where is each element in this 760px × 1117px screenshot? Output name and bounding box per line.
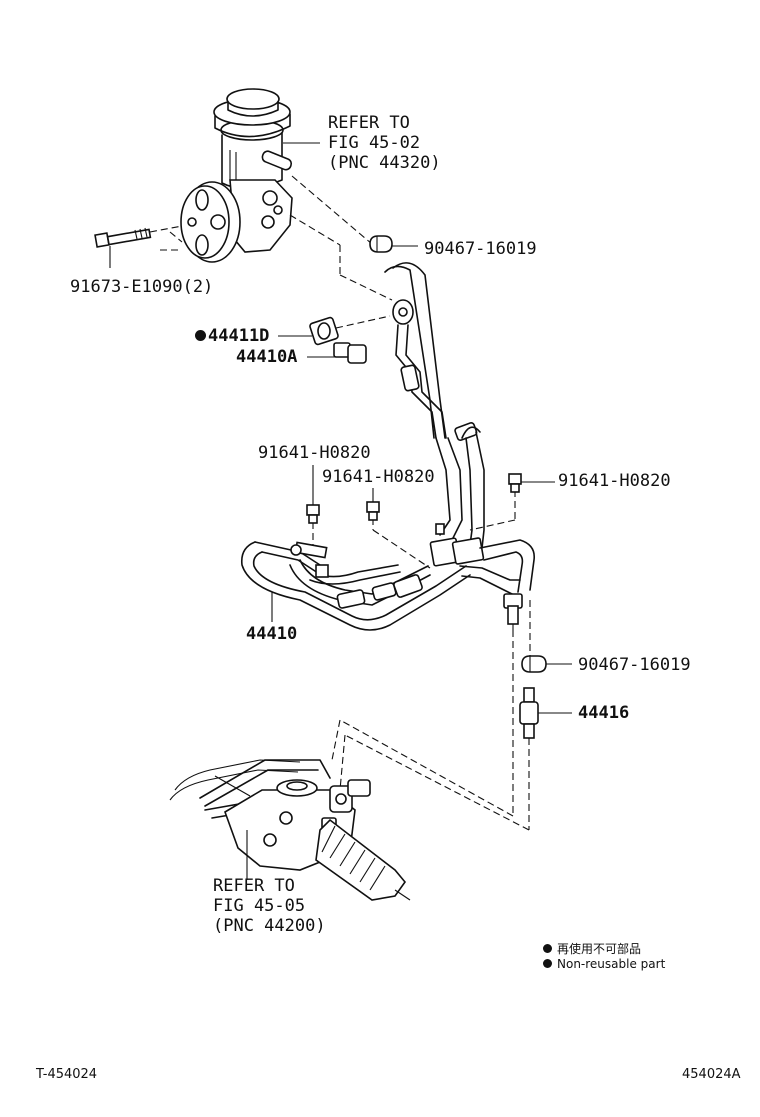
part-44411d[interactable]: 44411D — [195, 326, 269, 346]
bolt-a — [306, 465, 320, 524]
refer-gear-line3: (PNC 44200) — [213, 916, 326, 936]
part-44416[interactable]: 44416 — [578, 703, 630, 723]
legend-jp: 再使用不可部品 — [543, 940, 641, 957]
legend-bullet-jp — [543, 944, 552, 953]
footer-left: T-454024 — [36, 1067, 98, 1082]
part-91641-b[interactable]: 91641-H0820 — [322, 467, 435, 487]
power-steering-pump — [160, 88, 293, 263]
part-44411d-label: 44411D — [208, 326, 270, 346]
refer-pump-line1: REFER TO — [328, 113, 410, 133]
hose-bracket — [429, 523, 485, 567]
legend-jp-text: 再使用不可部品 — [557, 942, 642, 956]
part-44410[interactable]: 44410 — [246, 624, 298, 644]
footer-right: 454024A — [682, 1067, 741, 1082]
union-gasket — [278, 315, 391, 364]
part-91673[interactable]: 91673-E1090(2) — [70, 277, 214, 297]
bolt-c — [508, 473, 555, 493]
part-90467-lower[interactable]: 90467-16019 — [578, 655, 691, 675]
steering-gear — [169, 759, 411, 901]
return-tube — [240, 539, 536, 631]
legend-en-text: Non-reusable part — [557, 957, 666, 971]
pressure-hose — [384, 262, 485, 549]
refer-pump-line3: (PNC 44320) — [328, 153, 441, 173]
legend-bullet-en — [543, 959, 552, 968]
part-91641-a[interactable]: 91641-H0820 — [258, 443, 371, 463]
refer-pump-line2: FIG 45-02 — [328, 133, 421, 153]
refer-gear-line2: FIG 45-05 — [213, 896, 306, 916]
lower-hose — [519, 687, 572, 739]
non-reusable-marker — [195, 330, 206, 341]
clip-upper — [369, 235, 418, 253]
part-91641-c[interactable]: 91641-H0820 — [558, 471, 671, 491]
bolt-b — [366, 488, 380, 521]
pump-bolt — [94, 225, 183, 268]
refer-gear-line1: REFER TO — [213, 876, 295, 896]
legend-en: Non-reusable part — [543, 957, 665, 971]
part-90467-upper[interactable]: 90467-16019 — [424, 239, 537, 259]
clip-lower — [521, 655, 572, 673]
part-44410a[interactable]: 44410A — [236, 347, 298, 367]
